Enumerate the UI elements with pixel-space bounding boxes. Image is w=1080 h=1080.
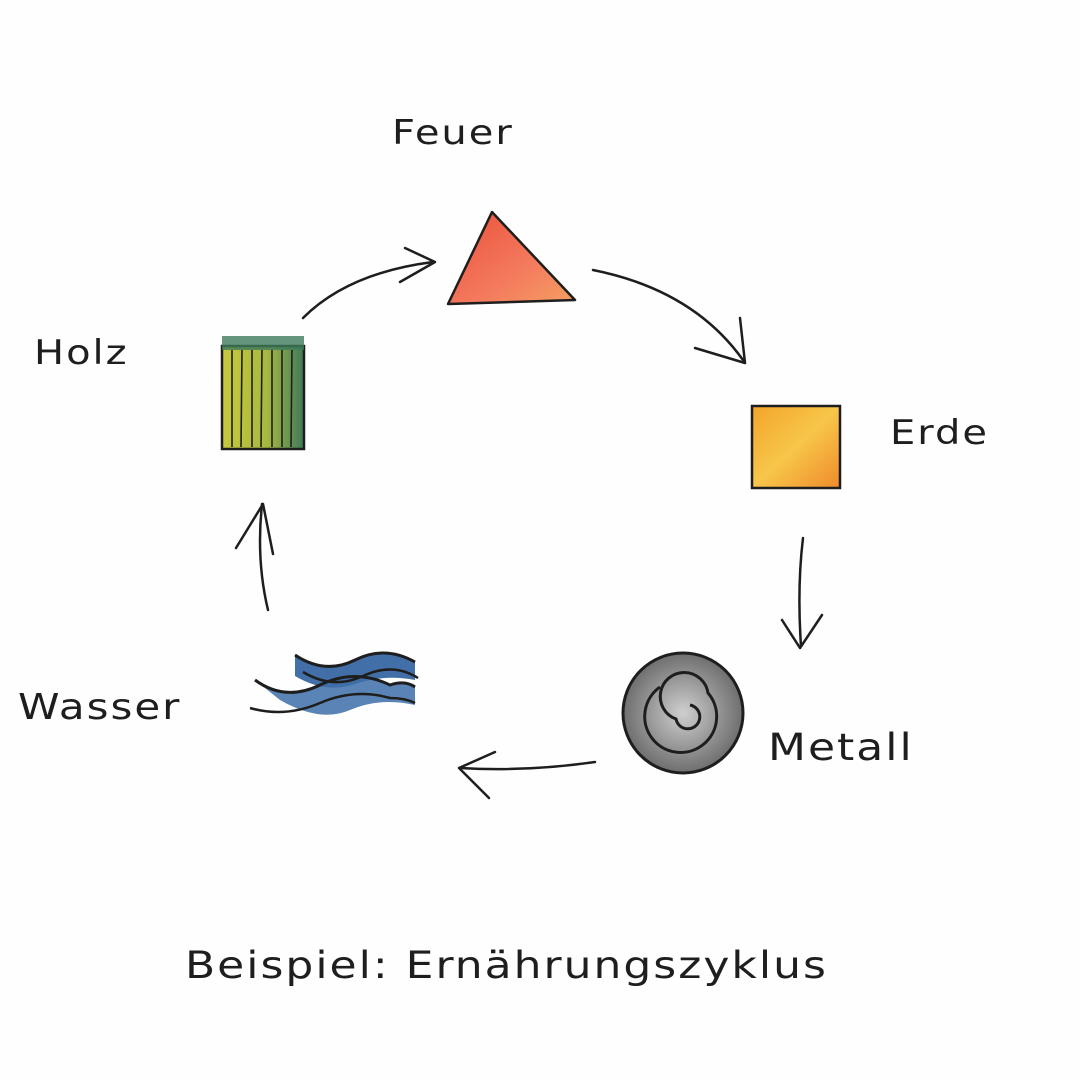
water-label: Wasser bbox=[18, 685, 182, 728]
wood-rect-icon bbox=[220, 336, 306, 451]
arrow-fire-to-earth bbox=[591, 268, 747, 365]
caption: Beispiel: Ernährungszyklus bbox=[185, 943, 828, 988]
water-waves-icon bbox=[249, 651, 419, 715]
earth-square-icon bbox=[750, 404, 842, 490]
arrow-water-to-holz bbox=[234, 502, 275, 612]
wood-label: Holz bbox=[34, 333, 129, 373]
arrow-metal-to-water bbox=[457, 750, 597, 800]
arrow-wood-to-fire bbox=[301, 246, 437, 320]
fire-triangle-icon bbox=[446, 210, 577, 306]
earth-label: Erde bbox=[890, 413, 990, 453]
metal-label: Metall bbox=[768, 725, 914, 770]
fire-label: Feuer bbox=[392, 113, 514, 153]
metal-spiral-icon bbox=[621, 651, 745, 775]
arrow-earth-to-metal bbox=[780, 536, 824, 650]
